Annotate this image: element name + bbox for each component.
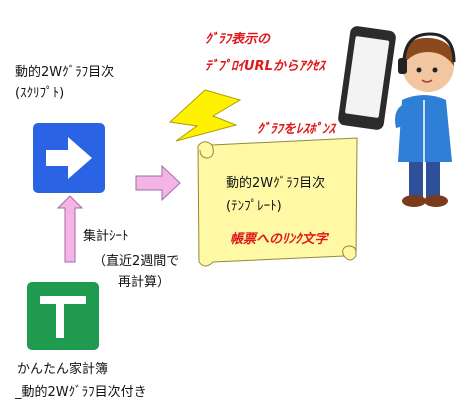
template-title: 動的2Wｸﾞﾗﾌ目次 (226, 176, 326, 191)
template-scroll (197, 137, 358, 267)
plus-icon (40, 296, 86, 338)
request-label-line2: ﾃﾞﾌﾟﾛｲURLからｱｸｾｽ (205, 59, 325, 74)
kakeibo-app-name-line2: _動的2Wｸﾞﾗﾌ目次付き (15, 385, 147, 400)
aggregation-note-line2: 再計算） (118, 275, 171, 290)
script-app-title: 動的2Wｸﾞﾗﾌ目次 (15, 65, 115, 80)
script-app-icon (33, 123, 105, 193)
aggregation-note-line1: （直近2週間で (93, 254, 180, 269)
person-figure (395, 32, 456, 207)
up-arrow (56, 195, 84, 263)
response-label: ｸﾞﾗﾌをﾚｽﾎﾟﾝｽ (257, 122, 336, 137)
aggregation-label: 集計ｼｰﾄ (83, 229, 129, 244)
lightning-bolt (168, 89, 242, 142)
arrow-right-icon (46, 137, 92, 179)
request-label-line1: ｸﾞﾗﾌ表示の (205, 32, 271, 47)
smartphone-icon (338, 26, 396, 130)
kakeibo-app-icon (27, 282, 99, 350)
right-arrow (135, 164, 181, 202)
template-subtitle: (ﾃﾝﾌﾟﾚｰﾄ) (226, 199, 282, 214)
template-link-text[interactable]: 帳票へのﾘﾝｸ文字 (230, 232, 328, 247)
kakeibo-app-name-line1: かんたん家計簿 (17, 362, 109, 377)
script-app-subtitle: (ｽｸﾘﾌﾟﾄ) (15, 86, 65, 101)
